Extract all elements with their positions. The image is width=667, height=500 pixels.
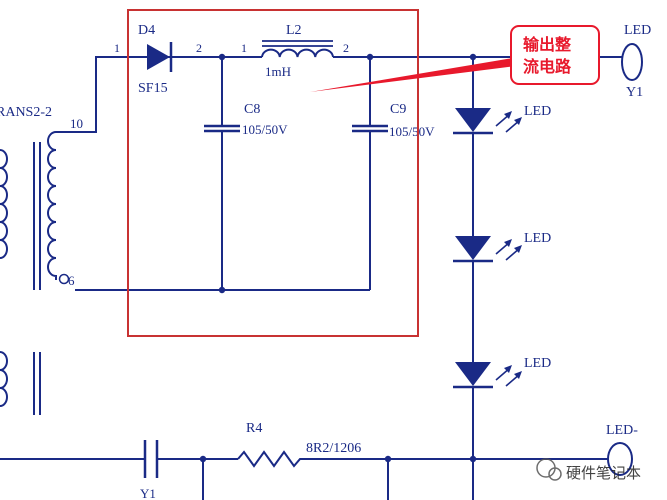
led-triangle — [455, 362, 491, 386]
top-rail-left — [64, 56, 142, 133]
port-led-minus-symbol — [607, 442, 633, 476]
led-2: LED — [453, 231, 551, 263]
callout-line-2: 流电路 — [523, 57, 572, 76]
inductor-coil — [261, 48, 334, 58]
diode-d4: D4 1 2 SF15 — [114, 23, 202, 96]
led-arrowhead — [504, 111, 512, 119]
inductor-l2: L2 1 2 1mH — [241, 23, 349, 79]
bottom-cap-ref: Y1 — [140, 486, 156, 500]
led-arrowhead — [514, 371, 522, 379]
transformer-pin-bottom: 6 — [68, 273, 75, 288]
transformer-pin-top: 10 — [70, 116, 83, 131]
watermark-text: 硬件笔记本 — [566, 464, 641, 482]
led-triangle — [455, 236, 491, 260]
led-arrowhead — [514, 245, 522, 253]
resistor-zigzag — [237, 450, 305, 468]
led-label: LED — [524, 356, 551, 371]
c8-ref: C8 — [244, 102, 260, 117]
secondary-winding — [47, 131, 64, 280]
junction-dot — [218, 286, 226, 294]
output-rectifier-highlight-box — [127, 9, 419, 337]
inductor-ref: L2 — [286, 23, 302, 38]
inductor-value: 1mH — [265, 64, 291, 79]
junctions — [199, 53, 477, 463]
capacitor-c8: C8 105/50V — [204, 102, 288, 137]
led-triangle — [455, 108, 491, 132]
callout-line-1: 输出整 — [523, 35, 571, 54]
watermark-logo-icon — [548, 467, 562, 481]
port-led-minus: LED- — [606, 423, 638, 476]
led-label: LED — [524, 231, 551, 246]
transformer: RANS2-2 10 6 — [0, 105, 83, 415]
wires — [0, 56, 612, 500]
bottom-capacitor: Y1 — [140, 440, 159, 500]
callout-box — [510, 25, 600, 85]
junction-dot — [384, 455, 392, 463]
diode-pin1: 1 — [114, 41, 120, 55]
diode-pin2: 2 — [196, 41, 202, 55]
junction-dot — [366, 53, 374, 61]
port-led-minus-label: LED- — [606, 423, 638, 438]
callout-bubble: 输出整 流电路 — [510, 25, 600, 85]
port-led-plus-label: LED — [624, 23, 651, 38]
led-3: LED — [453, 356, 551, 389]
inductor-pin1: 1 — [241, 41, 247, 55]
junction-dot — [218, 53, 226, 61]
resistor-value: 8R2/1206 — [306, 441, 361, 456]
transformer-lower-coil — [0, 351, 8, 407]
c8-value: 105/50V — [242, 122, 288, 137]
transformer-pin-6-dot — [58, 273, 70, 285]
resistor-r4: R4 8R2/1206 — [237, 421, 361, 468]
port-led-plus-ref: Y1 — [626, 85, 643, 100]
led-label: LED — [524, 104, 551, 119]
resistor-ref: R4 — [246, 421, 262, 436]
port-led-plus: LED Y1 — [612, 23, 651, 100]
c9-ref: C9 — [390, 102, 406, 117]
diode-value: SF15 — [138, 81, 168, 96]
primary-winding — [0, 149, 8, 259]
capacitor-c9: C9 105/50V — [352, 102, 435, 139]
junction-dot — [469, 53, 477, 61]
c9-value: 105/50V — [389, 124, 435, 139]
led-arrowhead — [514, 117, 522, 125]
junction-dot — [469, 455, 477, 463]
port-led-plus-symbol — [621, 43, 643, 81]
callout-pointer — [310, 58, 516, 92]
transformer-label: RANS2-2 — [0, 105, 52, 120]
led-1: LED — [453, 104, 551, 135]
inductor-pin2: 2 — [343, 41, 349, 55]
junction-dot — [199, 455, 207, 463]
watermark: 硬件笔记本 — [536, 458, 641, 482]
led-arrowhead — [504, 239, 512, 247]
diode-ref: D4 — [138, 23, 155, 38]
led-arrowhead — [504, 365, 512, 373]
